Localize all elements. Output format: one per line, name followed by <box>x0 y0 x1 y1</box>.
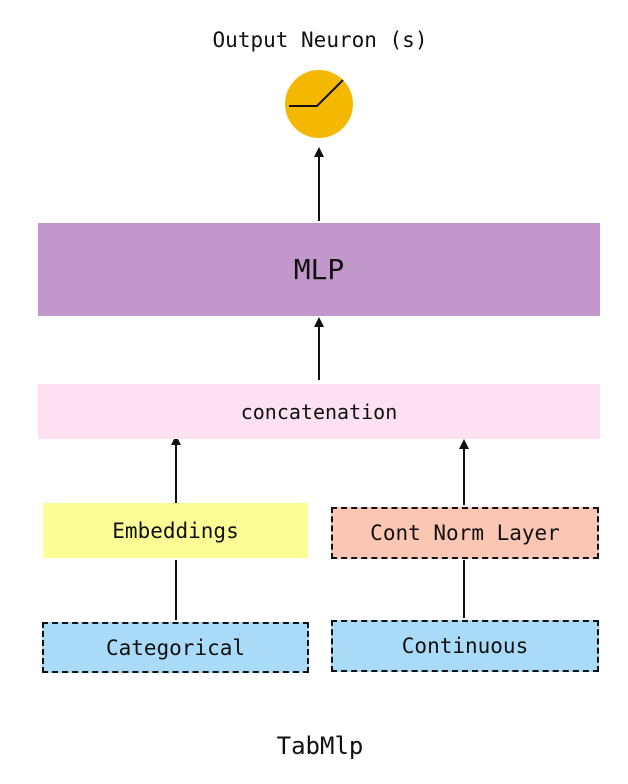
continuous-input-block: Continuous <box>331 620 599 672</box>
cont-norm-layer-block: Cont Norm Layer <box>331 507 599 559</box>
concatenation-label: concatenation <box>240 399 398 424</box>
diagram-caption: TabMlp <box>276 732 364 760</box>
concatenation-block: concatenation <box>38 384 600 439</box>
mlp-label: MLP <box>293 253 345 286</box>
cont-norm-layer-label: Cont Norm Layer <box>370 521 560 545</box>
embeddings-label: Embeddings <box>112 518 239 543</box>
categorical-label: Categorical <box>105 635 246 660</box>
continuous-label: Continuous <box>401 634 529 658</box>
relu-activation-icon <box>289 79 344 107</box>
mlp-block: MLP <box>38 223 600 316</box>
categorical-input-block: Categorical <box>42 622 309 673</box>
output-neuron-title: Output Neuron (s) <box>212 28 428 52</box>
embeddings-block: Embeddings <box>43 503 308 558</box>
